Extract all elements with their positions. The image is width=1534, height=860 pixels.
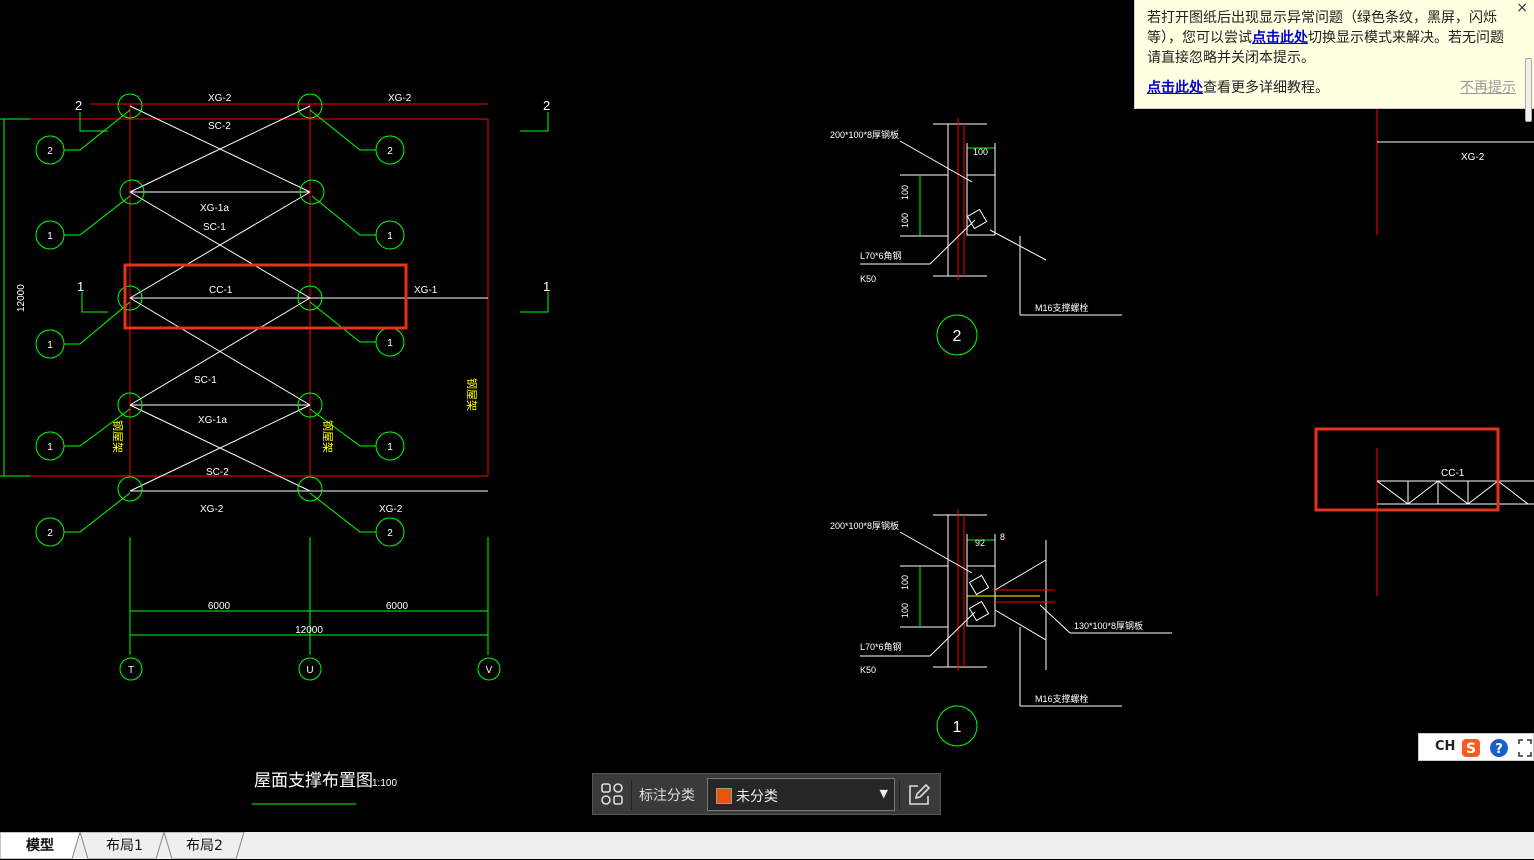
axis-label: T [128, 665, 134, 676]
category-select[interactable]: 未分类 ▼ [707, 778, 895, 811]
display-issue-notice: × 若打开图纸后出现显示异常问题（绿色条纹，黑屏，闪烁等），您可以尝试点击此处切… [1134, 0, 1534, 122]
member-label: SC-1 [194, 375, 217, 386]
bolt-label: M16支撑螺栓 [1035, 302, 1089, 313]
annotation-category-toolbar: 标注分类 未分类 ▼ [592, 773, 941, 815]
detail-marker: 1 [387, 338, 393, 349]
axis-label: U [306, 665, 313, 676]
member-label: XG-2 [388, 93, 412, 104]
detail-marker: 1 [387, 231, 393, 242]
dim-text: 6000 [208, 601, 231, 612]
sogou-s-icon[interactable]: S [1461, 738, 1481, 758]
member-label: CC-1 [209, 285, 233, 296]
svg-text:S: S [1466, 741, 1476, 757]
member-label: XG-2 [200, 504, 224, 515]
steel-truss-label: 钢屋架 [111, 420, 124, 453]
drawing-title: 屋面支撑布置图 [254, 771, 373, 790]
plate-label: 200*100*8厚钢板 [830, 520, 899, 531]
dim-text: 100 [900, 575, 910, 590]
tab-model[interactable]: 模型 [26, 838, 54, 854]
detail-marker: 2 [387, 528, 393, 539]
dim-text: 12000 [295, 625, 323, 636]
steel-truss-label: 钢屋架 [321, 420, 334, 453]
notice-text: 若打开图纸后出现显示异常问题（绿色条纹，黑屏，闪烁等），您可以尝试点击此处切换显… [1147, 10, 1504, 66]
angle-label: L70*6角钢 [860, 250, 902, 261]
dim-text: 100 [900, 185, 910, 200]
dim-text: 100 [900, 213, 910, 228]
member-label: XG-2 [1461, 152, 1485, 163]
steel-truss-label: 钢屋架 [465, 378, 478, 411]
dim-text: 92 [975, 538, 985, 548]
plate-label: 200*100*8厚钢板 [830, 129, 899, 140]
edit-category-icon[interactable] [906, 782, 932, 808]
member-label: XG-2 [379, 504, 403, 515]
angle-label: L70*6角钢 [860, 641, 902, 652]
dim-text: 100 [900, 603, 910, 618]
member-label: XG-1a [198, 415, 227, 426]
toolbar-divider [899, 780, 900, 810]
tab-layout2[interactable]: 布局2 [186, 838, 223, 854]
section-cut-label: 1 [543, 279, 550, 294]
bolt-label: M16支撑螺栓 [1035, 693, 1089, 704]
notice-tutorial: 点击此处查看更多详细教程。 [1147, 80, 1329, 96]
fullscreen-icon[interactable] [1517, 738, 1533, 758]
k-label: K50 [860, 274, 876, 284]
member-label: CC-1 [1441, 468, 1465, 479]
category-selected-value: 未分类 [736, 789, 778, 805]
tab-shapes [0, 832, 245, 859]
vertical-dim-text: 12000 [16, 284, 27, 312]
help-icon[interactable]: ? [1489, 738, 1509, 758]
layout-tab-bar: 模型 布局1 布局2 [0, 832, 1534, 859]
detail-marker: 1 [47, 340, 53, 351]
dont-show-again-link[interactable]: 不再提示 [1460, 80, 1516, 96]
detail-marker: 1 [953, 719, 962, 736]
ime-toolbar: CH S ? [1418, 733, 1534, 761]
drawing-canvas[interactable]: XG-2 XG-2 SC-2 XG-1a SC-1 CC-1 XG-1 SC-1… [0, 0, 1534, 832]
annotation-category-label: 标注分类 [639, 788, 695, 804]
section-cut-label: 2 [543, 98, 550, 113]
section-cut-label: 1 [77, 279, 84, 294]
cad-drawing: XG-2 XG-2 SC-2 XG-1a SC-1 CC-1 XG-1 SC-1… [0, 93, 1534, 805]
chevron-down-icon: ▼ [879, 787, 888, 800]
tab-layout1[interactable]: 布局1 [106, 838, 143, 854]
detail-marker: 2 [47, 528, 53, 539]
tutorial-link[interactable]: 点击此处 [1147, 80, 1203, 96]
member-label: XG-1 [414, 285, 438, 296]
ime-language[interactable]: CH [1435, 739, 1456, 754]
member-label: XG-1a [200, 203, 229, 214]
member-label: SC-2 [206, 467, 229, 478]
detail-marker: 1 [387, 442, 393, 453]
detail-marker: 2 [953, 328, 962, 345]
category-color-swatch [716, 788, 732, 804]
plate-label: 130*100*8厚钢板 [1074, 620, 1143, 631]
detail-marker: 1 [47, 442, 53, 453]
dim-text: 8 [1000, 532, 1005, 542]
close-icon[interactable]: × [1516, 0, 1528, 16]
member-label: SC-1 [203, 222, 226, 233]
notice-scrollbar[interactable] [1525, 58, 1532, 122]
axis-label: V [486, 665, 493, 676]
k-label: K50 [860, 665, 876, 675]
detail-marker: 2 [47, 146, 53, 157]
dim-text: 6000 [386, 601, 409, 612]
detail-marker: 1 [47, 231, 53, 242]
member-label: XG-2 [208, 93, 232, 104]
drawing-scale: 1:100 [372, 778, 397, 789]
member-label: SC-2 [208, 121, 231, 132]
category-grid-icon[interactable] [599, 781, 625, 807]
dim-text: 100 [973, 147, 988, 157]
toolbar-divider [631, 780, 632, 810]
detail-marker: 2 [387, 146, 393, 157]
svg-text:?: ? [1495, 742, 1503, 757]
section-cut-label: 2 [75, 98, 82, 113]
switch-display-mode-link[interactable]: 点击此处 [1252, 30, 1308, 46]
